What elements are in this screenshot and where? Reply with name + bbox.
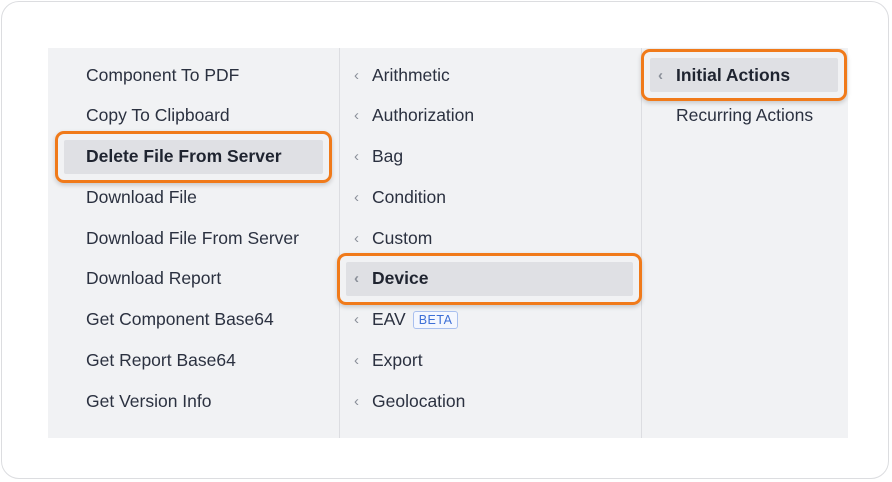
menu-item-download-file[interactable]: Download File [64, 180, 323, 214]
chevron-left-icon: ‹ [354, 311, 359, 328]
menu-item-arithmetic[interactable]: ‹ Arithmetic [346, 58, 633, 92]
menu-item-label: Download File From Server [86, 227, 299, 248]
menu-item-label: Export [372, 349, 423, 370]
menu-item-label: Get Report Base64 [86, 349, 236, 370]
chevron-left-icon: ‹ [354, 270, 359, 288]
menu-item-label: Recurring Actions [676, 105, 814, 126]
menu-item-label: Condition [372, 186, 446, 207]
menu-item-label: Device [372, 268, 429, 289]
menu-item-get-report-base64[interactable]: Get Report Base64 [64, 343, 323, 377]
chevron-left-icon: ‹ [354, 66, 359, 84]
menu-item-condition[interactable]: ‹ Condition [346, 180, 633, 214]
menu-item-download-report[interactable]: Download Report [64, 262, 323, 296]
chevron-left-icon: ‹ [354, 188, 359, 206]
menu-item-recurring-actions[interactable]: Recurring Actions [650, 99, 838, 133]
menu-item-authorization[interactable]: ‹ Authorization [346, 99, 633, 133]
menu-item-copy-to-clipboard[interactable]: Copy To Clipboard [64, 99, 323, 133]
menu-item-label: Download Report [86, 268, 222, 289]
chevron-left-icon: ‹ [354, 148, 359, 165]
menu-item-label: Component To PDF [86, 64, 240, 85]
menu-item-label: Get Component Base64 [86, 309, 274, 329]
menu-item-device[interactable]: ‹ Device [337, 252, 642, 305]
chevron-left-icon: ‹ [658, 66, 663, 84]
menu-item-get-version-info[interactable]: Get Version Info [64, 384, 323, 418]
chevron-left-icon: ‹ [354, 392, 359, 410]
menu-column-triggers: ‹ Initial Actions Recurring Actions [641, 48, 848, 438]
menu-column-actions: Component To PDF Copy To Clipboard Delet… [48, 48, 340, 438]
menu-item-component-to-pdf[interactable]: Component To PDF [64, 58, 323, 92]
menu-item-bag[interactable]: ‹ Bag [346, 140, 633, 174]
chevron-left-icon: ‹ [354, 229, 359, 247]
menu-item-initial-actions[interactable]: ‹ Initial Actions [641, 49, 847, 101]
menu-item-get-component-base64[interactable]: Get Component Base64 [64, 303, 323, 337]
menu-item-label: Arithmetic [372, 64, 450, 85]
menu-item-label: Initial Actions [676, 64, 791, 85]
menu-item-label: EAV [372, 309, 406, 329]
menu-item-label: Download File [86, 186, 197, 207]
menu-item-export[interactable]: ‹ Export [346, 343, 633, 377]
menu-item-eav[interactable]: ‹ EAV BETA [346, 303, 633, 337]
menu-item-label: Authorization [372, 105, 475, 126]
chevron-left-icon: ‹ [354, 107, 359, 125]
menu-item-delete-file-from-server[interactable]: Delete File From Server [55, 130, 332, 183]
menu-item-label: Get Version Info [86, 390, 212, 411]
menu-item-label: Bag [372, 146, 404, 166]
cascading-menu: Component To PDF Copy To Clipboard Delet… [48, 48, 848, 438]
menu-item-label: Delete File From Server [86, 146, 282, 166]
menu-item-label: Custom [372, 227, 433, 248]
menu-item-label: Geolocation [372, 390, 466, 411]
beta-badge: BETA [412, 310, 459, 329]
menu-item-download-file-from-server[interactable]: Download File From Server [64, 221, 323, 255]
menu-column-categories: ‹ Arithmetic ‹ Authorization ‹ Bag ‹ Con… [337, 48, 642, 438]
menu-item-label: Copy To Clipboard [86, 105, 230, 126]
chevron-left-icon: ‹ [354, 351, 359, 369]
menu-item-geolocation[interactable]: ‹ Geolocation [346, 384, 633, 418]
menu-item-custom[interactable]: ‹ Custom [346, 221, 633, 255]
